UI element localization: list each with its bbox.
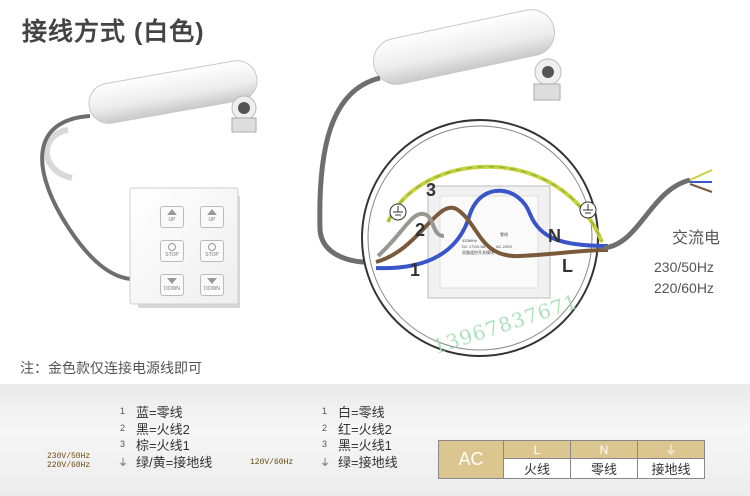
terminal-symbol: L xyxy=(503,440,571,459)
ac-spec: 230/50Hz xyxy=(654,259,714,275)
ac-input-info: 交流电 230/50Hz 220/60Hz xyxy=(654,228,721,299)
down-arrow-icon xyxy=(167,278,177,284)
live-wire-1 xyxy=(375,205,609,264)
live-wire-2 xyxy=(376,211,445,258)
page-title: 接线方式 (白色) xyxy=(22,18,205,46)
wire-number-3: 3 xyxy=(426,180,437,200)
terminal-name: 火线 xyxy=(503,458,571,479)
stop-button-right[interactable]: STOP xyxy=(200,240,224,262)
wire-number-2: 2 xyxy=(415,220,426,240)
legend-row: ⏚绿/黄=接地线 xyxy=(118,455,212,472)
ground-icon xyxy=(579,201,597,219)
stop-button-left[interactable]: STOP xyxy=(160,240,184,262)
ground-icon: ⏚ xyxy=(637,440,705,459)
switch-button-grid: UP UP STOP STOP DOWN DOWN xyxy=(160,206,224,296)
power-icon xyxy=(168,243,176,251)
button-label: STOP xyxy=(205,252,219,258)
ac-spec: 220/60Hz xyxy=(654,280,714,296)
button-label: UP xyxy=(168,217,176,223)
power-icon xyxy=(208,243,216,251)
button-label: DOWN xyxy=(164,286,180,292)
curtain-motor-left xyxy=(43,60,258,181)
neutral-wire xyxy=(375,188,609,271)
legend-row: ⏚绿=接地线 xyxy=(320,455,398,472)
ground-icon xyxy=(389,203,407,221)
down-button-right[interactable]: DOWN xyxy=(200,274,224,296)
terminal-symbol: N xyxy=(570,440,638,459)
button-label: STOP xyxy=(165,252,179,258)
terminal-name: 零线 xyxy=(570,458,638,479)
button-label: DOWN xyxy=(204,286,220,292)
ground-icon: ⏚ xyxy=(118,457,128,469)
module-neutral-mark: 零线 xyxy=(500,232,508,237)
module-label: 433MHz DC 17V/0.5A 双路遥控开关模块 xyxy=(462,238,494,255)
note-text: 注：金色款仅连接电源线即可 xyxy=(20,360,202,376)
curtain-motor-right xyxy=(373,9,562,101)
ac-label: AC xyxy=(438,440,504,479)
up-arrow-icon xyxy=(207,209,217,215)
button-label: UP xyxy=(208,217,216,223)
wire-number-1: 1 xyxy=(410,260,421,280)
motor-cable-right xyxy=(317,75,381,265)
module-voltage-mark: AC 220V xyxy=(496,244,513,249)
up-button-left[interactable]: UP xyxy=(160,206,184,228)
ac-input-label: 交流电 xyxy=(672,230,721,247)
down-arrow-icon xyxy=(207,278,217,284)
ground-icon: ⏚ xyxy=(320,457,330,469)
ac-terminal-table: AC L N ⏚ 火线 零线 接地线 xyxy=(438,440,705,479)
up-button-right[interactable]: UP xyxy=(200,206,224,228)
live-label: L xyxy=(562,256,573,276)
terminal-name: 接地线 xyxy=(637,458,705,479)
voltage-tag-right: 120V/60Hz xyxy=(250,458,294,467)
neutral-label: N xyxy=(548,226,561,246)
voltage-tag-left: 230V/50Hz 220V/60Hz xyxy=(47,452,91,470)
up-arrow-icon xyxy=(167,209,177,215)
ac-input-cable xyxy=(603,177,691,251)
down-button-left[interactable]: DOWN xyxy=(160,274,184,296)
